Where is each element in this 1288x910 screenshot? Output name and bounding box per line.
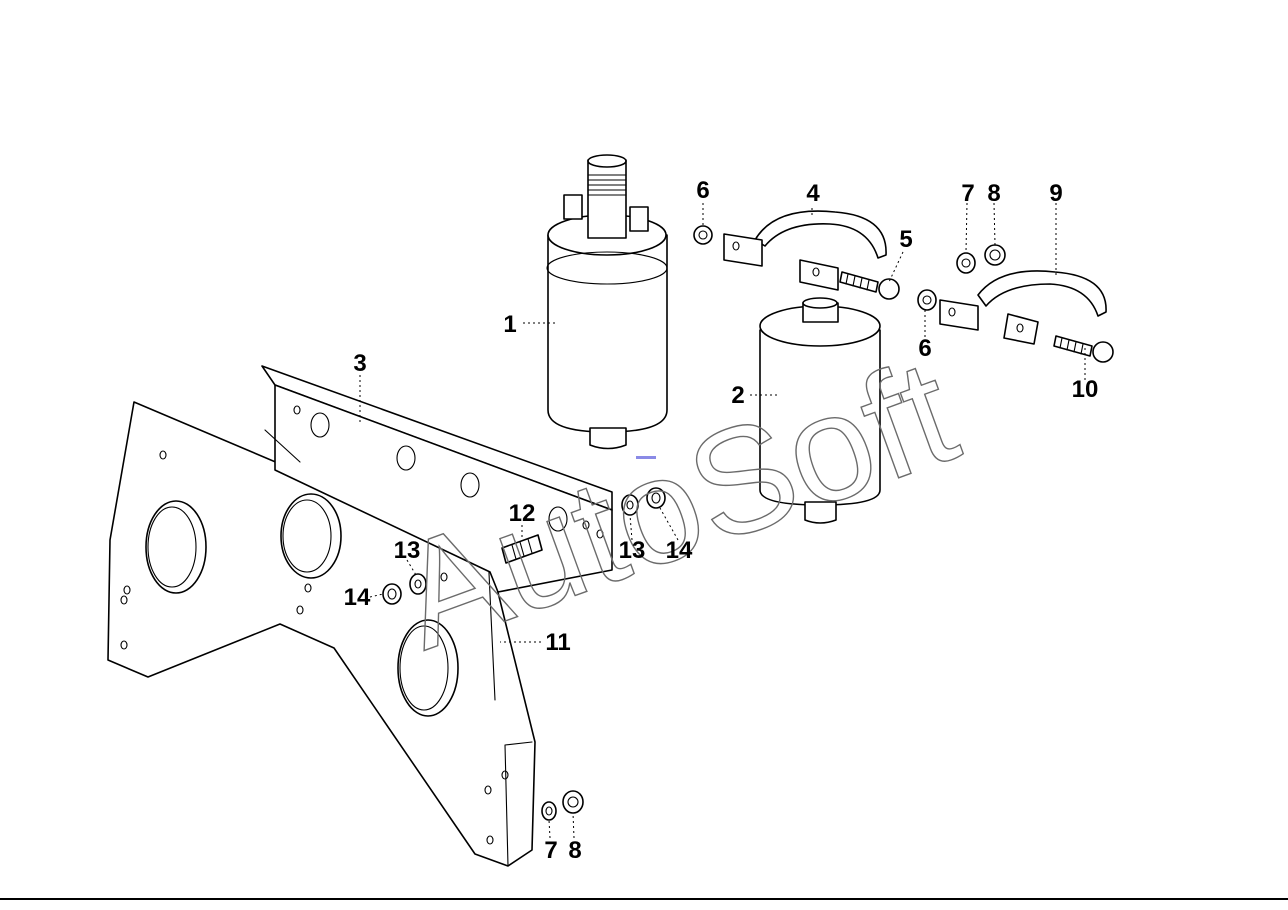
callouts: 1 2 3 4 5 6 6 7 8 9 10 11 12 13 13 14 14… bbox=[344, 177, 1099, 864]
callout-5: 5 bbox=[899, 226, 912, 253]
blue-marker bbox=[636, 456, 656, 459]
callout-12: 12 bbox=[509, 500, 536, 527]
callout-11: 11 bbox=[545, 629, 570, 656]
callout-8-lower: 8 bbox=[568, 837, 581, 864]
callout-14-left: 14 bbox=[344, 584, 371, 611]
callout-7-upper: 7 bbox=[961, 180, 974, 207]
callout-1: 1 bbox=[503, 311, 516, 338]
filter-canister bbox=[759, 297, 881, 524]
callout-4: 4 bbox=[806, 180, 820, 207]
clamp-band-upper bbox=[723, 210, 887, 291]
ignition-coil bbox=[546, 154, 668, 450]
callout-6-lower: 6 bbox=[918, 335, 931, 362]
callout-6-upper: 6 bbox=[696, 177, 709, 204]
callout-2: 2 bbox=[731, 382, 744, 409]
callout-13-right: 13 bbox=[619, 537, 646, 564]
mounting-plate bbox=[107, 401, 536, 867]
watermark-text: AutoSoft bbox=[377, 326, 975, 681]
callout-14-right: 14 bbox=[666, 537, 693, 564]
callout-8-upper: 8 bbox=[987, 180, 1000, 207]
watermark: AutoSoft bbox=[377, 325, 977, 681]
callout-13-left: 13 bbox=[394, 537, 421, 564]
clamp-band-lower bbox=[939, 270, 1107, 345]
leader-lines bbox=[359, 202, 1086, 839]
callout-9: 9 bbox=[1049, 180, 1062, 207]
callout-7-lower: 7 bbox=[544, 837, 557, 864]
screw-5 bbox=[839, 271, 900, 300]
spacer-bolt bbox=[501, 534, 543, 564]
callout-3: 3 bbox=[353, 350, 366, 377]
callout-10: 10 bbox=[1072, 376, 1099, 403]
screw-10 bbox=[1053, 335, 1114, 363]
